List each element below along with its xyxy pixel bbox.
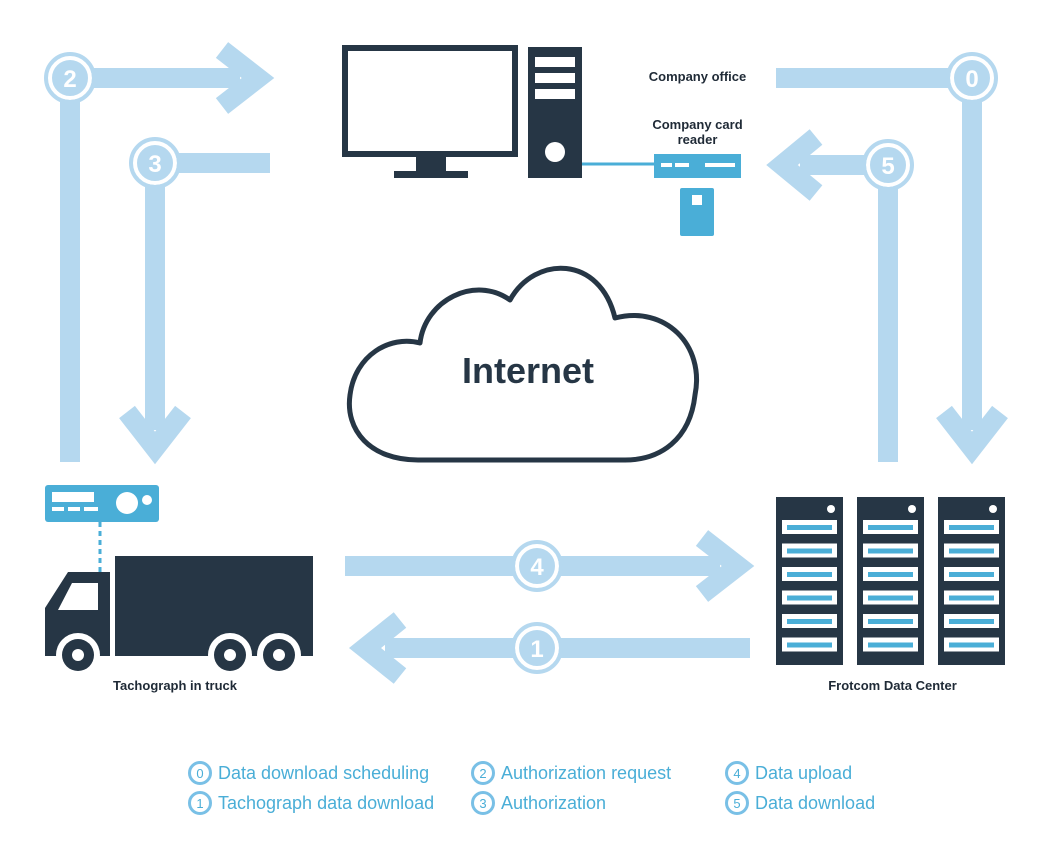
legend-item: 0 Data download scheduling	[188, 761, 429, 785]
server-bay-light	[949, 548, 994, 554]
legend-badge: 4	[725, 761, 749, 785]
server-bay-light	[949, 525, 994, 530]
data-center-label: Frotcom Data Center	[828, 678, 957, 693]
step-badge-0: 0	[946, 52, 998, 104]
computer-icon	[342, 45, 582, 178]
step-badge-3: 3	[129, 137, 181, 189]
arrow-4-head	[695, 530, 755, 602]
svg-text:0: 0	[965, 66, 978, 93]
svg-text:1: 1	[530, 636, 543, 663]
server-led	[827, 505, 835, 513]
legend-badge: 0	[188, 761, 212, 785]
server-bay-light	[868, 525, 913, 530]
tachograph-device-icon	[45, 485, 159, 522]
legend-text: Data download scheduling	[218, 762, 430, 783]
step-badge-1: 1	[511, 622, 563, 674]
server-led	[908, 505, 916, 513]
arrow-5-head	[766, 129, 823, 201]
server-bay-light	[787, 619, 832, 624]
arrow-3-path	[145, 153, 270, 430]
server-bay-light	[787, 642, 832, 648]
server-bay-light	[787, 525, 832, 530]
legend-badge: 1	[188, 791, 212, 815]
svg-text:3: 3	[148, 151, 161, 178]
legend-text: Data download	[755, 792, 876, 813]
server-bay-light	[787, 572, 832, 577]
server-bay-light	[949, 572, 994, 577]
server-bay-light	[868, 642, 913, 648]
svg-text:2: 2	[63, 66, 76, 93]
server-bay-light	[787, 548, 832, 554]
legend-text: Data upload	[755, 762, 853, 783]
card-reader-label: Company card reader	[652, 117, 743, 147]
server-bay-light	[949, 642, 994, 648]
server-bay-light	[949, 619, 994, 624]
legend-badge: 3	[471, 791, 495, 815]
legend-text: Authorization request	[501, 762, 672, 783]
step-badge-2: 2	[44, 52, 96, 104]
legend-item: 1 Tachograph data download	[188, 791, 434, 815]
arrow-3-head	[119, 405, 191, 465]
arrow-2-head	[215, 42, 275, 114]
svg-text:5: 5	[881, 153, 894, 180]
cloud-icon	[346, 265, 699, 463]
svg-text:4: 4	[530, 554, 544, 581]
legend-item: 5 Data download	[725, 791, 875, 815]
server-bay-light	[949, 595, 994, 601]
server-bay-light	[868, 572, 913, 577]
legend-badge: 5	[725, 791, 749, 815]
step-badge-4: 4	[511, 540, 563, 592]
arrow-5-path	[800, 155, 898, 462]
server-rack-icon	[776, 497, 1005, 665]
legend-item: 2 Authorization request	[471, 761, 671, 785]
truck-icon	[45, 556, 313, 677]
server-bay-light	[787, 595, 832, 601]
server-bay-light	[868, 595, 913, 601]
server-bay-light	[868, 548, 913, 554]
arrow-1-head	[348, 612, 407, 684]
legend-item: 3 Authorization	[471, 791, 606, 815]
internet-label: Internet	[462, 350, 595, 391]
server-bay-light	[868, 619, 913, 624]
server-led	[989, 505, 997, 513]
arrow-0-path	[776, 68, 982, 430]
step-badge-5: 5	[862, 139, 914, 191]
card-reader-icon	[654, 154, 741, 236]
arrow-0-head	[936, 405, 1008, 465]
tachograph-label: Tachograph in truck	[113, 678, 237, 693]
legend-badge: 2	[471, 761, 495, 785]
company-office-label: Company office	[648, 69, 747, 84]
legend-item: 4 Data upload	[725, 761, 852, 785]
legend-text: Tachograph data download	[218, 792, 435, 813]
legend-text: Authorization	[501, 792, 607, 813]
